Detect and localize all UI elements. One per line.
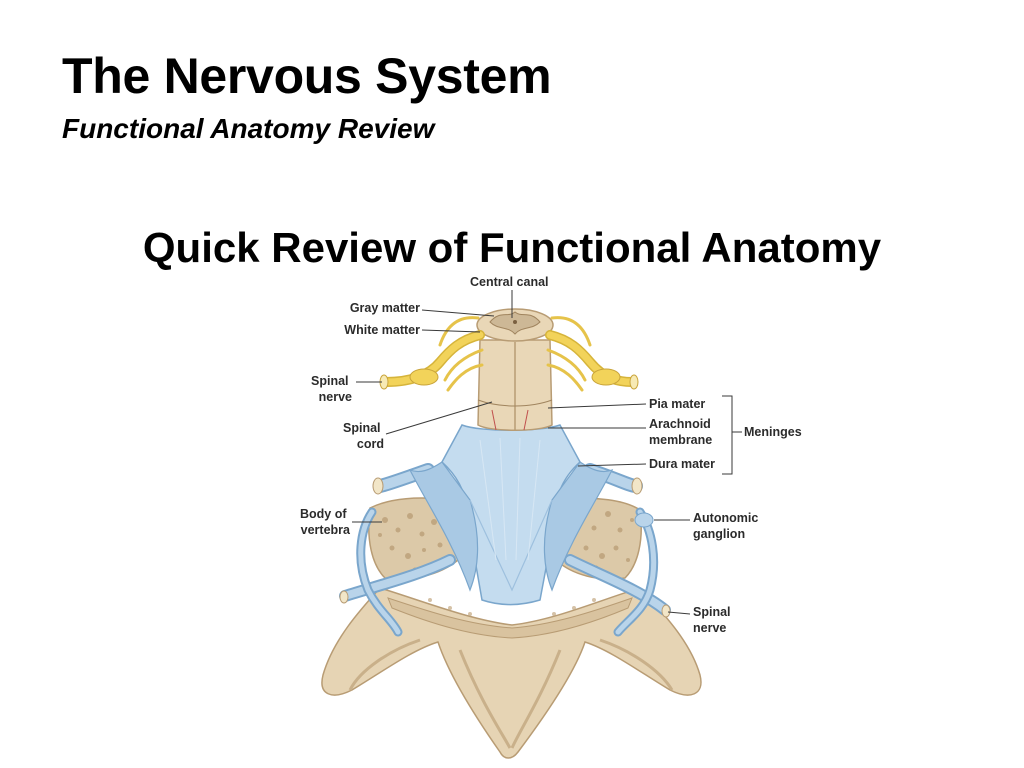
vertebral-arch [321,587,702,759]
label-body-of-vertebra: Body of vertebra [300,507,351,537]
upper-spinal-nerves [381,316,637,392]
leader-lines [352,290,742,615]
label-dura-mater: Dura mater [649,457,715,471]
slide-title: The Nervous System [62,48,552,104]
autonomic-ganglion-shape [634,512,654,528]
label-gray-matter: Gray matter [350,301,420,315]
label-meninges: Meninges [744,425,802,439]
label-white-matter: White matter [344,323,420,337]
label-arachnoid-membrane: Arachnoid membrane [649,417,714,447]
label-spinal-nerve-right: Spinal nerve [693,605,734,635]
slide-subtitle: Functional Anatomy Review [62,113,435,144]
label-central-canal: Central canal [470,275,549,289]
label-spinal-cord: Spinal cord [343,421,384,451]
section-heading: Quick Review of Functional Anatomy [142,224,882,271]
label-pia-mater: Pia mater [649,397,705,411]
spinal-cord-shape [476,308,554,431]
label-autonomic-ganglion: Autonomic ganglion [693,511,762,541]
label-spinal-nerve-left: Spinal nerve [311,374,352,404]
